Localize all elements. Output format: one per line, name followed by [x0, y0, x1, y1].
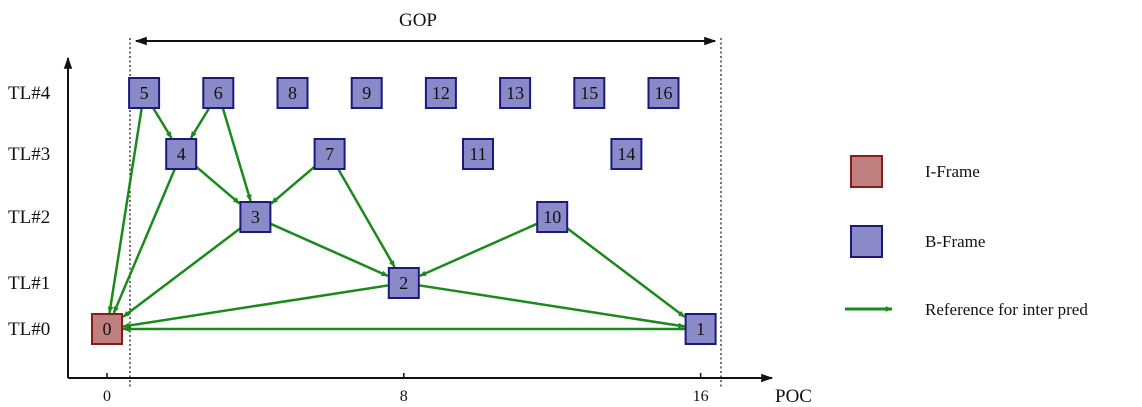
frame-number: 9: [362, 83, 371, 103]
frame-number: 4: [177, 144, 186, 164]
frame-16: 16: [647, 77, 680, 109]
reference-arrow-7-to-3: [270, 165, 316, 205]
frame-number: 1: [696, 319, 705, 339]
frame-10: 10: [536, 201, 569, 233]
legend-i-frame-label: I-Frame: [925, 162, 980, 181]
x-tick-label: 8: [400, 388, 408, 405]
frame-6: 6: [202, 77, 235, 109]
y-tick-label: TL#3: [8, 144, 50, 165]
y-tick-label: TL#2: [8, 207, 50, 228]
frame-number: 16: [655, 83, 673, 103]
frame-number: 2: [399, 273, 408, 293]
reference-arrow-2-to-0: [122, 284, 389, 329]
b-frame-box: [684, 313, 717, 345]
y-tick-label: TL#4: [8, 83, 51, 104]
y-tick-label: TL#1: [8, 273, 50, 294]
b-frame-box: [165, 138, 198, 170]
frame-5: 5: [128, 77, 161, 109]
b-frame-box: [499, 77, 532, 109]
b-frame-box: [387, 267, 420, 299]
x-axis-ticks: 0 8 16: [103, 373, 709, 405]
frame-number: 3: [251, 207, 260, 227]
reference-arrow-5-to-4: [152, 107, 173, 139]
frame-number: 8: [288, 83, 297, 103]
x-axis-label: POC: [775, 386, 812, 407]
b-frame-box: [313, 138, 346, 170]
reference-arrow-4-to-0: [112, 168, 176, 314]
reference-arrow-6-to-3: [221, 107, 252, 202]
b-frame-box: [536, 201, 569, 233]
frame-13: 13: [499, 77, 532, 109]
b-frame-box: [647, 77, 680, 109]
frame-number: 11: [469, 144, 486, 164]
frame-number: 10: [543, 207, 561, 227]
legend-b-frame-label: B-Frame: [925, 232, 985, 251]
frame-number: 6: [214, 83, 223, 103]
legend-reference-label: Reference for inter pred: [925, 300, 1088, 319]
reference-arrow-2-to-1: [418, 284, 686, 329]
b-frame-box: [424, 77, 457, 109]
legend: I-Frame B-Frame Reference for inter pred: [845, 155, 1088, 319]
frame-8: 8: [276, 77, 309, 109]
b-frame-box: [610, 138, 643, 170]
frame-11: 11: [462, 138, 494, 170]
reference-arrows: [107, 107, 686, 332]
frame-1: 1: [684, 313, 717, 345]
frame-9: 9: [350, 77, 383, 109]
b-frame-box: [573, 77, 606, 109]
frame-number: 7: [325, 144, 334, 164]
gop-label: GOP: [399, 10, 437, 31]
x-tick-label: 16: [693, 388, 709, 405]
b-frame-box: [128, 77, 161, 109]
reference-arrow-6-to-4: [189, 107, 211, 139]
reference-arrow-10-to-1: [566, 227, 686, 318]
x-tick-label: 0: [103, 388, 111, 405]
y-tick-label: TL#0: [8, 319, 50, 340]
y-axis-ticks: TL#0 TL#1 TL#2 TL#3 TL#4: [8, 83, 51, 340]
reference-arrow-5-to-0: [107, 107, 143, 314]
reference-arrow-4-to-3: [195, 165, 241, 205]
b-frame-box: [239, 201, 272, 233]
frame-number: 15: [580, 83, 598, 103]
reference-arrow-7-to-2: [337, 168, 396, 268]
legend-b-frame-swatch: [850, 225, 883, 258]
legend-i-frame-swatch: [850, 155, 883, 188]
i-frame-box: [91, 313, 123, 345]
b-frame-box: [462, 138, 494, 170]
frame-2: 2: [387, 267, 420, 299]
frame-4: 4: [165, 138, 198, 170]
frame-15: 15: [573, 77, 606, 109]
b-frame-box: [350, 77, 383, 109]
reference-arrow-10-to-2: [419, 222, 538, 278]
frame-number: 0: [103, 319, 112, 339]
frame-3: 3: [239, 201, 272, 233]
frame-number: 13: [506, 83, 524, 103]
frame-number: 5: [140, 83, 149, 103]
frame-0: 0: [91, 313, 123, 345]
frame-7: 7: [313, 138, 346, 170]
reference-arrow-3-to-0: [122, 227, 242, 318]
reference-arrow-3-to-2: [269, 222, 389, 278]
b-frame-box: [276, 77, 309, 109]
frame-14: 14: [610, 138, 643, 170]
frame-12: 12: [424, 77, 457, 109]
frame-number: 12: [432, 83, 450, 103]
frame-number: 14: [617, 144, 635, 164]
b-frame-box: [202, 77, 235, 109]
